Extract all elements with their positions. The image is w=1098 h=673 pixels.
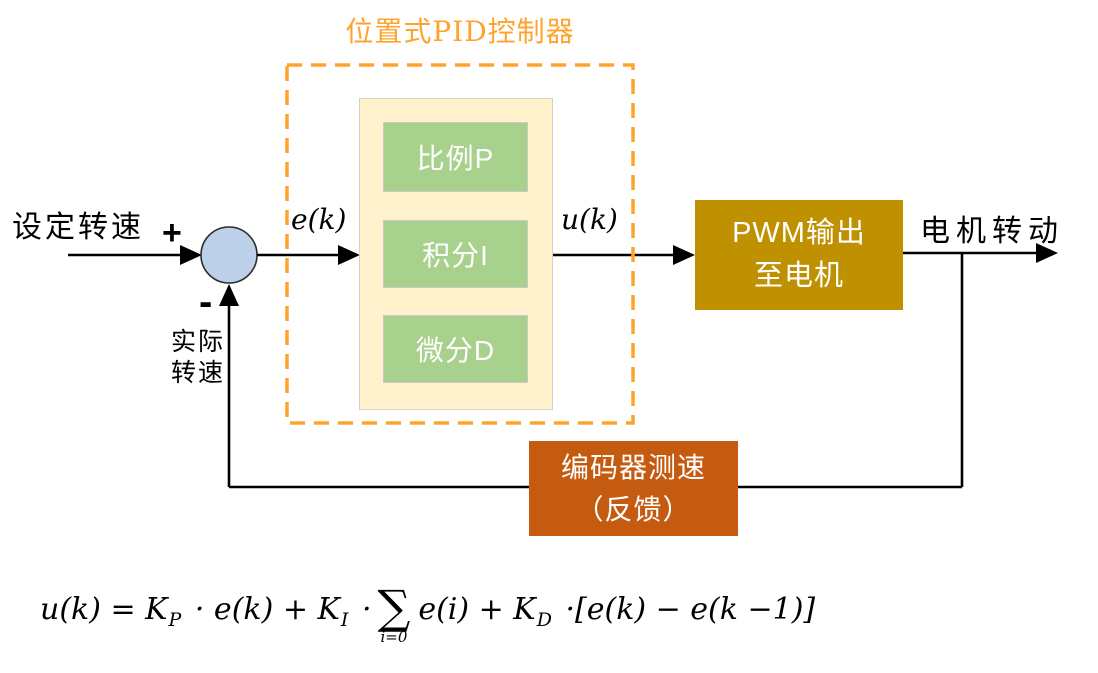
actual-speed-line1: 实际: [170, 327, 225, 356]
formula-part4: e(i) + K: [418, 592, 536, 628]
formula-part3: ·: [352, 592, 372, 628]
pwm-label-line1: PWM输出: [732, 217, 866, 249]
minus-sign: -: [199, 280, 213, 324]
plus-sign: +: [162, 214, 182, 252]
pid-formula: u(k) = K P · e(k) + K I · ∑ i=0 e(i) + K…: [40, 580, 816, 647]
formula-part5: ·[e(k) − e(k −1)]: [555, 592, 816, 628]
derivative-label: 微分D: [415, 335, 496, 366]
formula-sub-i: I: [340, 608, 349, 631]
error-arrowhead: [338, 245, 360, 265]
integral-label: 积分I: [422, 240, 489, 271]
actual-speed-line2: 转速: [170, 358, 225, 387]
control-arrowhead: [673, 245, 695, 265]
summation-symbol: ∑ i=0: [377, 580, 411, 647]
feedback-arrowhead: [219, 284, 239, 306]
formula-sub-p: P: [168, 608, 182, 631]
encoder-label-line1: 编码器测速: [560, 451, 706, 483]
pwm-output-block: PWM输出 至电机: [695, 200, 903, 310]
formula-part1: u(k) = K: [40, 592, 168, 628]
formula-sub-d: D: [536, 608, 552, 631]
setpoint-label: 设定转速: [12, 210, 144, 245]
summing-junction: [200, 226, 258, 284]
error-signal-label: e(k): [291, 203, 347, 236]
pwm-label-line2: 至电机: [753, 260, 844, 292]
control-signal-label: u(k): [561, 203, 618, 236]
encoder-label-line2: （反馈）: [575, 493, 692, 525]
output-arrowhead: [1036, 243, 1058, 263]
encoder-feedback-block: 编码器测速 （反馈）: [529, 441, 738, 536]
proportional-label: 比例P: [416, 143, 495, 174]
sigma-glyph: ∑: [377, 580, 411, 634]
formula-part2: · e(k) + K: [185, 592, 340, 628]
diagram-title: 位置式PID控制器: [345, 15, 575, 48]
motor-output-label: 电机转动: [920, 214, 1064, 249]
pid-dashed-boundary: [285, 63, 635, 425]
setpoint-arrowhead: [180, 245, 202, 265]
proportional-block: 比例P: [383, 122, 528, 192]
integral-block: 积分I: [383, 220, 528, 288]
derivative-block: 微分D: [383, 315, 528, 383]
actual-speed-label: 实际 转速: [166, 326, 230, 388]
sigma-lower-limit: i=0: [380, 628, 408, 647]
